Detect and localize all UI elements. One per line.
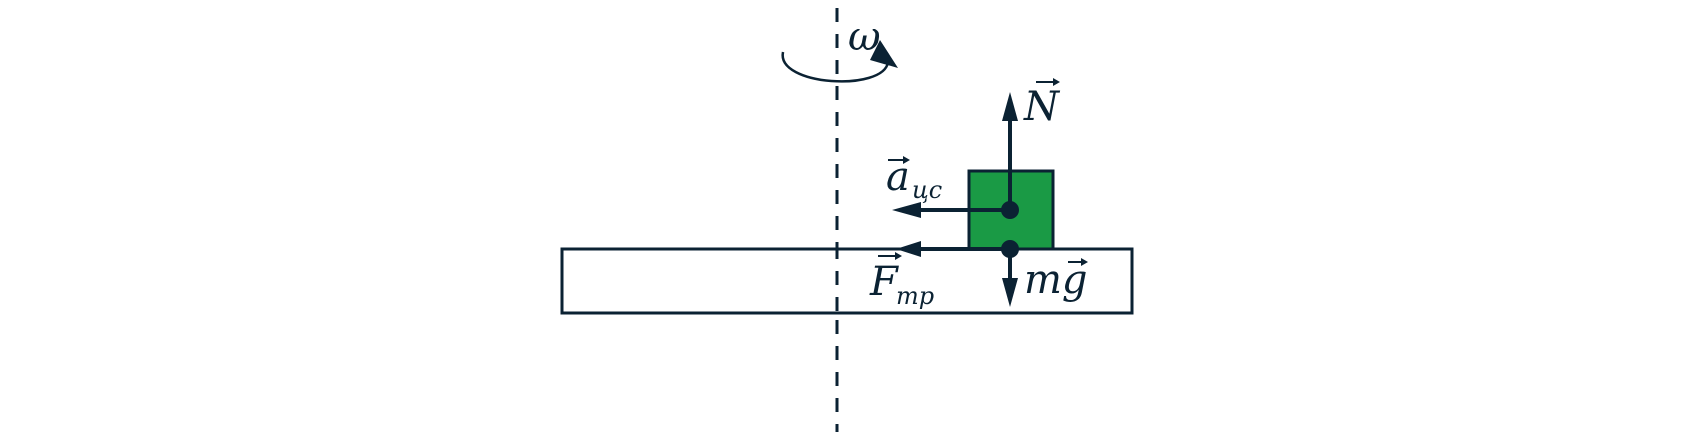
gravity-vector-arrow bbox=[1068, 258, 1088, 266]
normal-force-label: N bbox=[1023, 84, 1061, 130]
friction-arrowhead bbox=[896, 241, 921, 257]
friction-subscript: тр bbox=[896, 282, 934, 310]
acceleration-label: a bbox=[886, 154, 910, 200]
acceleration-subscript: цс bbox=[912, 176, 942, 204]
gravity-label: mg bbox=[1024, 257, 1088, 303]
rotation-arrowhead bbox=[870, 40, 898, 68]
acceleration-vector-arrow bbox=[888, 156, 910, 164]
friction-vector-arrow bbox=[878, 252, 902, 260]
friction-label: F bbox=[869, 259, 899, 305]
acceleration-arrowhead bbox=[892, 202, 921, 218]
disk-platform bbox=[560, 247, 1134, 315]
normal-force-vector-arrow bbox=[1036, 78, 1060, 86]
normal-force-arrowhead bbox=[1002, 92, 1018, 121]
gravity-arrowhead bbox=[1002, 278, 1018, 307]
point-center bbox=[1001, 201, 1019, 219]
point-contact bbox=[1001, 240, 1019, 258]
rotation-arc bbox=[781, 51, 890, 83]
omega-label: ω bbox=[848, 14, 881, 60]
